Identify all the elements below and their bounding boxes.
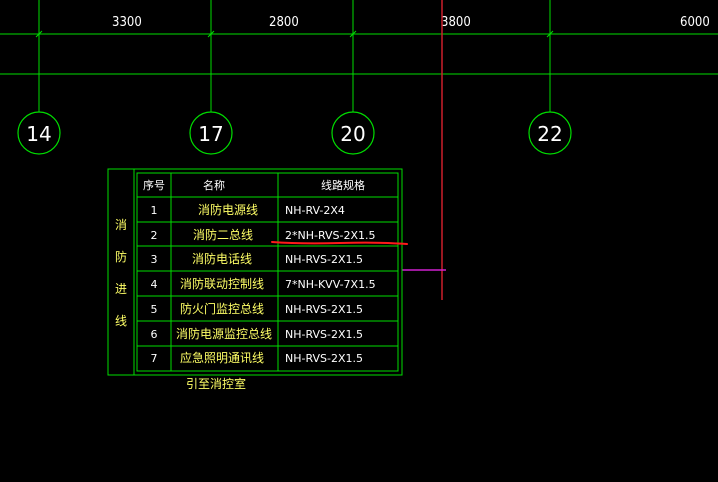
- row-name: 防火门监控总线: [180, 301, 264, 316]
- row-spec: NH-RVS-2X1.5: [285, 352, 363, 365]
- side-title-char: 防: [115, 249, 127, 264]
- dimension-label: 6000: [680, 15, 710, 30]
- row-no: 4: [151, 278, 158, 291]
- row-spec: NH-RVS-2X1.5: [285, 328, 363, 341]
- cable-schedule-table[interactable]: [107, 168, 403, 376]
- red-markup-underline: [271, 241, 408, 245]
- axis-bubble-17[interactable]: [189, 111, 233, 155]
- row-spec: 2*NH-RVS-2X1.5: [285, 229, 376, 242]
- row-name: 消防电话线: [192, 251, 252, 266]
- row-name: 消防联动控制线: [180, 276, 264, 291]
- row-no: 5: [151, 303, 158, 316]
- axis-number-14: 14: [26, 122, 51, 146]
- side-title-char: 消: [115, 218, 127, 232]
- dimension-label: 3300: [112, 15, 142, 30]
- axis-bubble-20[interactable]: [331, 111, 375, 155]
- table-footer-note: 引至消控室: [186, 376, 246, 391]
- side-title-char: 进: [115, 282, 127, 296]
- table-inner-border: [136, 172, 399, 372]
- row-name: 消防电源线: [198, 202, 258, 217]
- row-spec: 7*NH-KVV-7X1.5: [285, 278, 376, 291]
- row-spec: NH-RVS-2X1.5: [285, 253, 363, 266]
- header-name: 名称: [203, 178, 225, 192]
- dimension-label: 2800: [269, 15, 299, 30]
- row-spec: NH-RV-2X4: [285, 204, 345, 217]
- grid-lines: [0, 0, 718, 112]
- axis-number-22: 22: [537, 122, 562, 146]
- row-no: 6: [151, 328, 158, 341]
- header-spec: 线路规格: [321, 178, 365, 192]
- table-outer-border: [107, 168, 403, 376]
- row-name: 应急照明通讯线: [180, 350, 264, 365]
- row-name: 消防二总线: [193, 227, 253, 242]
- axis-number-17: 17: [198, 122, 223, 146]
- axis-bubble-14[interactable]: [17, 111, 61, 155]
- axis-bubble-22[interactable]: [528, 111, 572, 155]
- row-spec: NH-RVS-2X1.5: [285, 303, 363, 316]
- axis-bubbles: [17, 111, 572, 155]
- dimension-ticks: [35, 30, 554, 38]
- axis-number-20: 20: [340, 122, 365, 146]
- row-name: 消防电源监控总线: [176, 326, 272, 341]
- row-no: 2: [151, 229, 158, 242]
- row-no: 1: [151, 204, 158, 217]
- header-no: 序号: [143, 178, 165, 192]
- dimension-label: 3800: [441, 15, 471, 30]
- row-no: 3: [151, 253, 158, 266]
- side-title-char: 线: [115, 314, 127, 328]
- row-no: 7: [151, 352, 158, 365]
